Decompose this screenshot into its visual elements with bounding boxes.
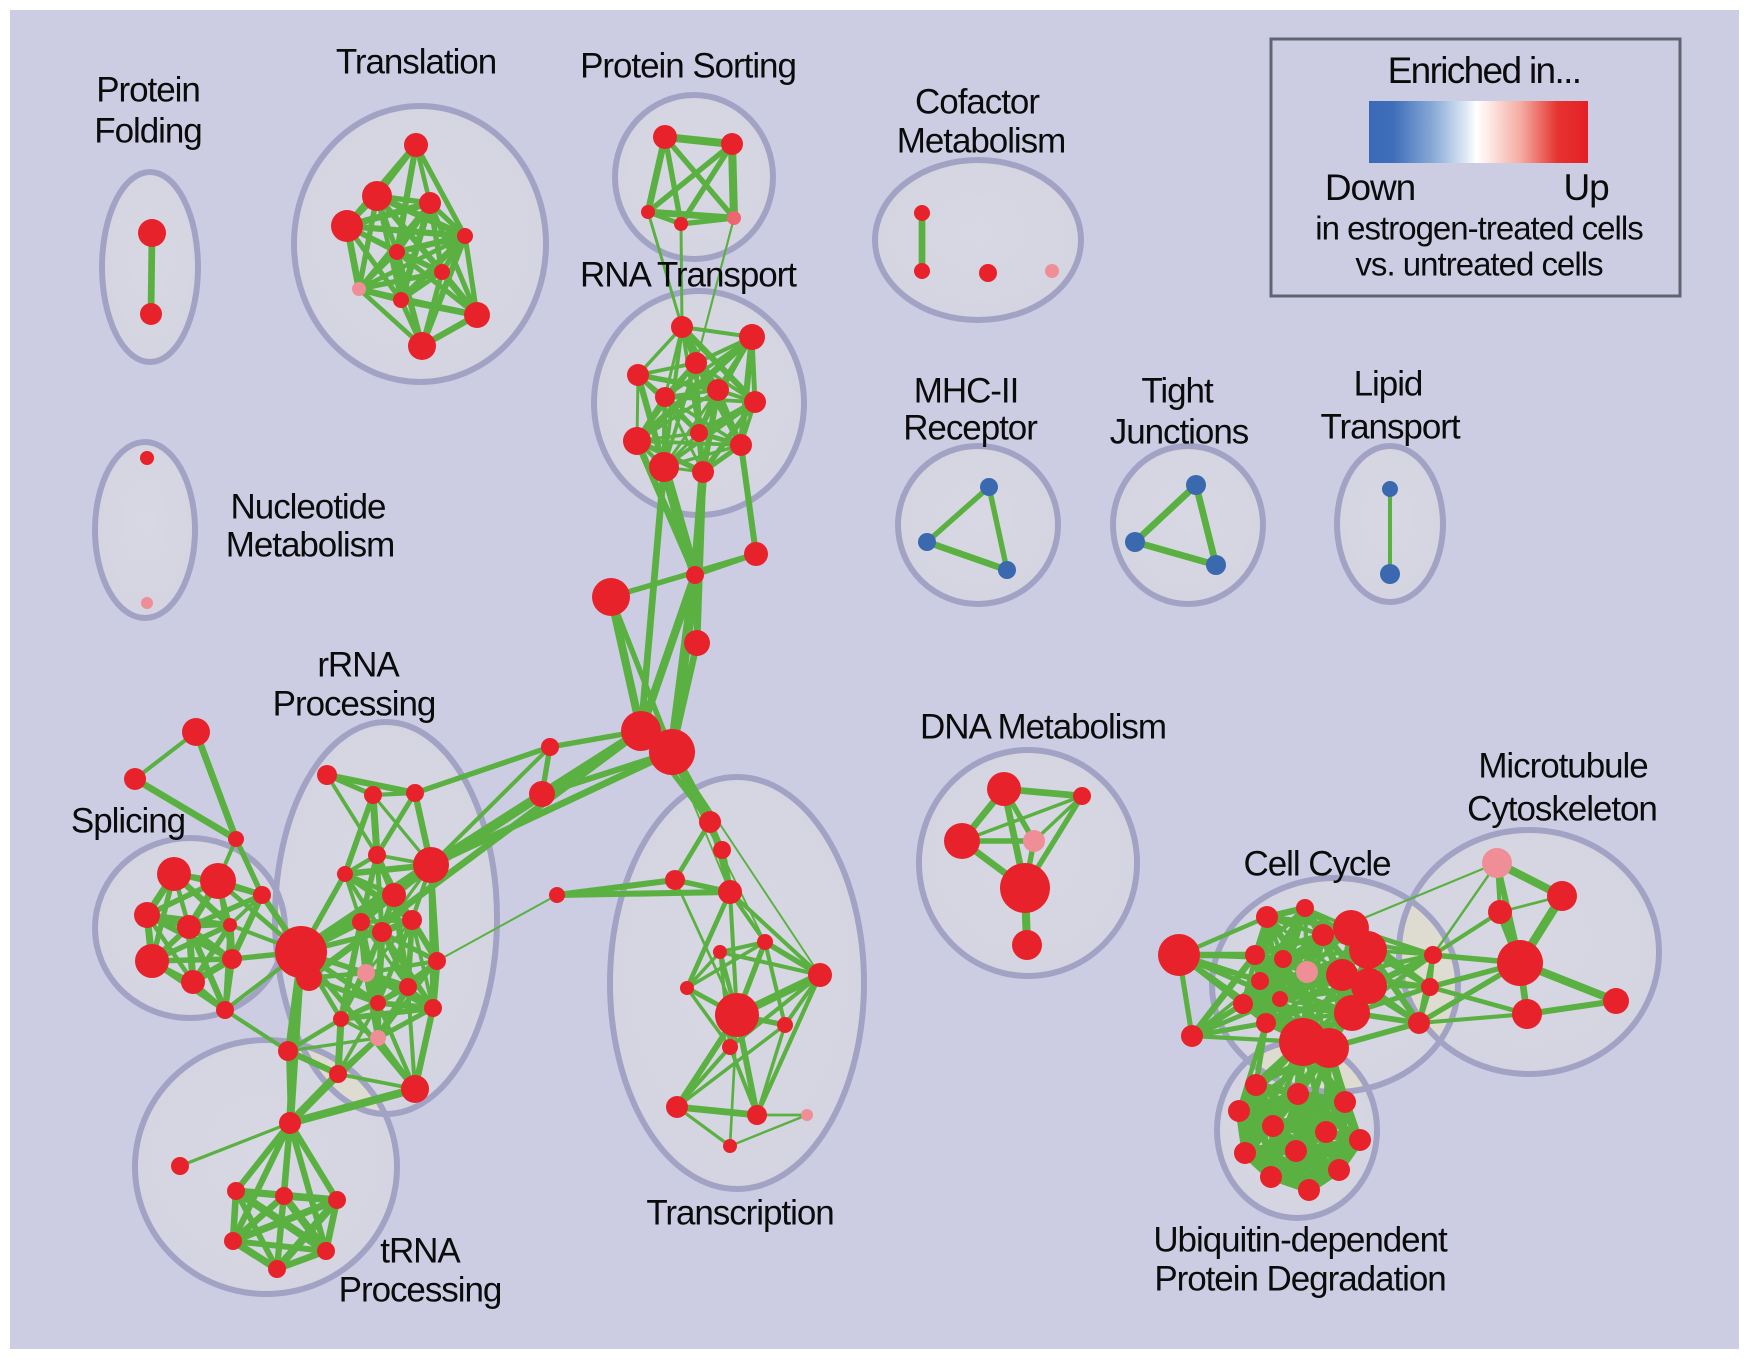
svg-text:Processing: Processing [273, 685, 436, 724]
svg-text:Down: Down [1325, 167, 1415, 208]
svg-text:Processing: Processing [339, 1271, 502, 1310]
svg-text:Cofactor: Cofactor [915, 83, 1040, 122]
svg-text:Enriched in...: Enriched in... [1388, 50, 1581, 91]
svg-text:RNA Transport: RNA Transport [580, 256, 797, 295]
svg-text:vs. untreated cells: vs. untreated cells [1355, 246, 1603, 283]
svg-text:Up: Up [1563, 167, 1609, 208]
svg-text:Cytoskeleton: Cytoskeleton [1467, 790, 1657, 829]
svg-text:Ubiquitin-dependent: Ubiquitin-dependent [1153, 1221, 1448, 1260]
svg-text:in estrogen-treated cells: in estrogen-treated cells [1315, 210, 1643, 247]
svg-text:Protein Degradation: Protein Degradation [1154, 1260, 1445, 1299]
svg-text:Nucleotide: Nucleotide [231, 488, 386, 527]
svg-text:Folding: Folding [94, 112, 201, 151]
svg-text:MHC-II: MHC-II [914, 372, 1019, 411]
svg-text:Metabolism: Metabolism [897, 122, 1065, 161]
svg-text:Tight: Tight [1141, 372, 1214, 411]
svg-text:Protein Sorting: Protein Sorting [580, 47, 796, 86]
svg-text:Junctions: Junctions [1110, 413, 1249, 452]
svg-text:rRNA: rRNA [317, 646, 400, 685]
svg-text:Translation: Translation [336, 43, 496, 82]
svg-text:Receptor: Receptor [903, 409, 1038, 448]
svg-text:tRNA: tRNA [380, 1232, 461, 1271]
svg-text:Cell Cycle: Cell Cycle [1243, 845, 1390, 884]
svg-text:Metabolism: Metabolism [226, 526, 394, 565]
svg-text:Lipid: Lipid [1354, 365, 1423, 404]
svg-text:Transcription: Transcription [646, 1194, 833, 1233]
svg-text:Protein: Protein [96, 71, 200, 110]
svg-text:DNA Metabolism: DNA Metabolism [920, 708, 1166, 747]
svg-text:Splicing: Splicing [71, 802, 185, 841]
svg-text:Transport: Transport [1320, 408, 1460, 447]
svg-text:Microtubule: Microtubule [1478, 747, 1647, 786]
